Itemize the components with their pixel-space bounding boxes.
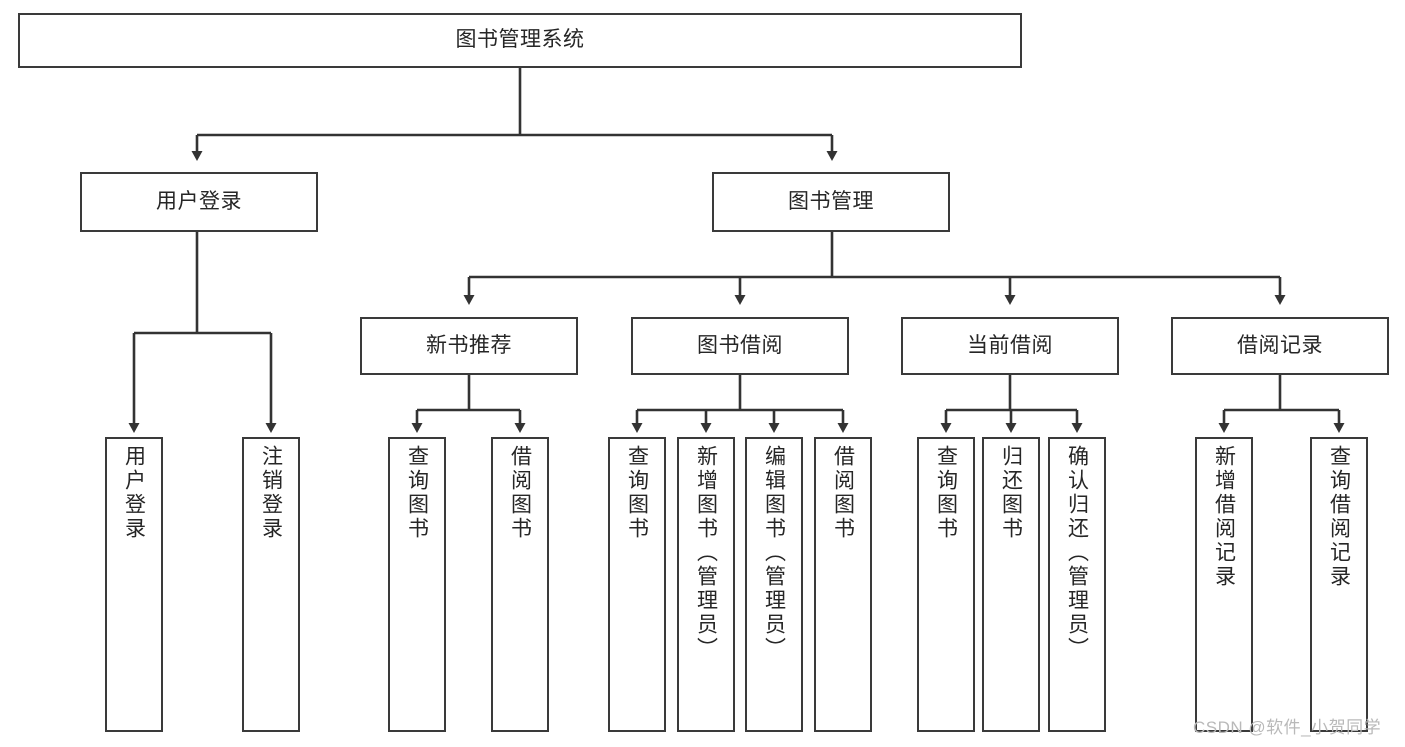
node-leaf-query-borrow-record-label: 查询借阅记录	[1327, 445, 1351, 589]
node-book-borrow-label: 图书借阅	[697, 333, 783, 357]
node-leaf-borrow-book-1[interactable]: 借阅图书	[491, 437, 549, 732]
node-leaf-logout-login[interactable]: 注销登录	[242, 437, 300, 732]
node-book-management[interactable]: 图书管理	[712, 172, 950, 232]
node-leaf-edit-book-admin-label: 编辑图书（管理员）	[762, 445, 786, 661]
node-book-management-label: 图书管理	[788, 189, 874, 213]
node-book-borrow[interactable]: 图书借阅	[631, 317, 849, 375]
node-leaf-query-book-3-label: 查询图书	[934, 445, 958, 541]
node-leaf-add-book-admin[interactable]: 新增图书（管理员）	[677, 437, 735, 732]
node-leaf-add-borrow-record[interactable]: 新增借阅记录	[1195, 437, 1253, 732]
node-root[interactable]: 图书管理系统	[18, 13, 1022, 68]
csdn-watermark: CSDN @软件_小贺同学	[1193, 718, 1382, 737]
node-borrow-record[interactable]: 借阅记录	[1171, 317, 1389, 375]
node-user-login[interactable]: 用户登录	[80, 172, 318, 232]
node-root-label: 图书管理系统	[455, 28, 585, 52]
node-leaf-borrow-book-2[interactable]: 借阅图书	[814, 437, 872, 732]
node-leaf-query-book-3[interactable]: 查询图书	[917, 437, 975, 732]
node-leaf-query-book-2[interactable]: 查询图书	[608, 437, 666, 732]
node-new-book-recommend[interactable]: 新书推荐	[360, 317, 578, 375]
node-current-borrow[interactable]: 当前借阅	[901, 317, 1119, 375]
node-leaf-add-book-admin-label: 新增图书（管理员）	[694, 445, 718, 661]
node-leaf-return-book-label: 归还图书	[999, 445, 1023, 541]
node-leaf-borrow-book-1-label: 借阅图书	[508, 445, 532, 541]
node-leaf-user-login[interactable]: 用户登录	[105, 437, 163, 732]
node-leaf-edit-book-admin[interactable]: 编辑图书（管理员）	[745, 437, 803, 732]
node-leaf-query-book-1[interactable]: 查询图书	[388, 437, 446, 732]
node-leaf-add-borrow-record-label: 新增借阅记录	[1212, 445, 1236, 589]
node-leaf-user-login-label: 用户登录	[122, 445, 146, 541]
node-leaf-query-borrow-record[interactable]: 查询借阅记录	[1310, 437, 1368, 732]
node-leaf-confirm-return-admin-label: 确认归还（管理员）	[1065, 445, 1089, 661]
node-leaf-query-book-1-label: 查询图书	[405, 445, 429, 541]
node-leaf-logout-login-label: 注销登录	[259, 445, 283, 541]
node-leaf-query-book-2-label: 查询图书	[625, 445, 649, 541]
node-new-book-recommend-label: 新书推荐	[426, 333, 512, 357]
node-borrow-record-label: 借阅记录	[1237, 333, 1323, 357]
node-user-login-label: 用户登录	[156, 189, 242, 213]
node-leaf-confirm-return-admin[interactable]: 确认归还（管理员）	[1048, 437, 1106, 732]
node-current-borrow-label: 当前借阅	[967, 333, 1053, 357]
node-leaf-return-book[interactable]: 归还图书	[982, 437, 1040, 732]
node-leaf-borrow-book-2-label: 借阅图书	[831, 445, 855, 541]
